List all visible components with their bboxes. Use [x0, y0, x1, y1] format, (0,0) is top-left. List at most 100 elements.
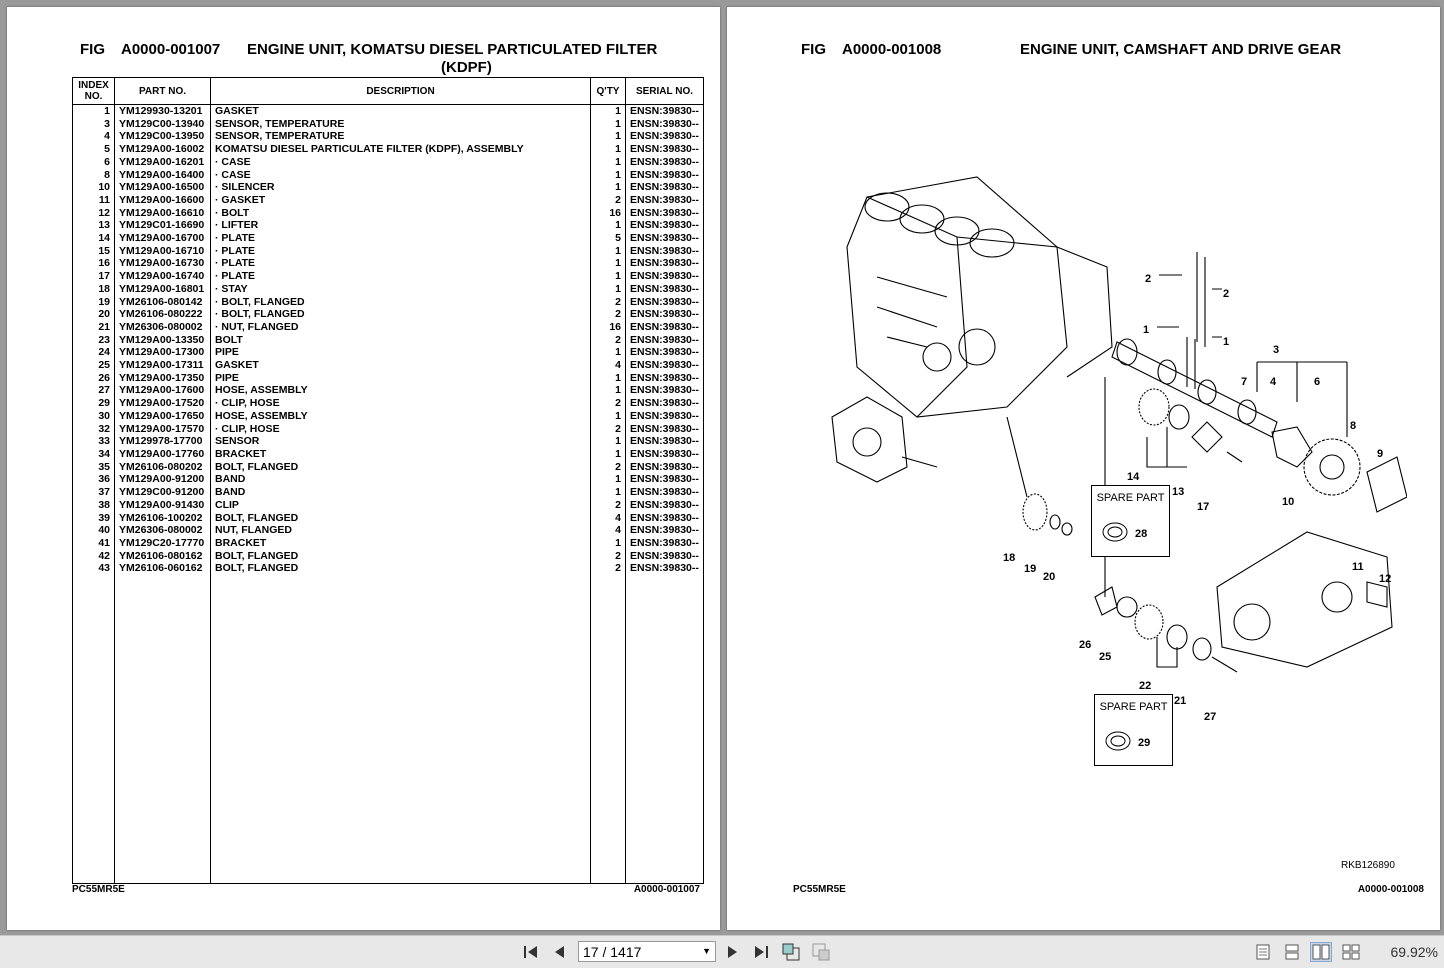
- fig-title-line1: ENGINE UNIT, KOMATSU DIESEL PARTICULATED…: [247, 41, 658, 58]
- qty-cell: 1: [590, 181, 626, 194]
- continuous-page-icon: [1285, 944, 1299, 960]
- serial-cell: ENSN:39830--: [625, 536, 704, 550]
- camshaft-drawing: [1111, 341, 1278, 438]
- empty-cell: [590, 575, 626, 885]
- next-page-button[interactable]: [722, 942, 744, 962]
- description-cell: · BOLT, FLANGED: [210, 308, 591, 321]
- description-cell: SENSOR, TEMPERATURE: [210, 130, 591, 144]
- qty-cell: 2: [590, 295, 626, 309]
- continuous-facing-view-button[interactable]: [1340, 942, 1362, 962]
- callout-2b: 2: [1223, 288, 1229, 300]
- index-cell: 6: [72, 155, 115, 169]
- part-no-cell: YM26106-080222: [114, 308, 211, 321]
- callout-3: 3: [1273, 344, 1279, 356]
- previous-page-button[interactable]: [548, 942, 570, 962]
- description-cell: PIPE: [210, 346, 591, 360]
- index-cell: 16: [72, 257, 115, 271]
- serial-cell: ENSN:39830--: [625, 524, 704, 537]
- qty-cell: 16: [590, 320, 626, 334]
- last-page-icon: [755, 946, 768, 958]
- serial-cell: ENSN:39830--: [625, 498, 704, 512]
- part-no-cell: YM26106-080142: [114, 295, 211, 309]
- exploded-parts-diagram: 2 2 1 1 3 7 4 6 8 9 10 14 13 17 18 19 20…: [831, 176, 1407, 723]
- qty-cell: 1: [590, 409, 626, 423]
- last-page-button[interactable]: [750, 942, 772, 962]
- index-cell: 42: [72, 549, 115, 563]
- qty-cell: 1: [590, 104, 626, 118]
- qty-cell: 1: [590, 270, 626, 283]
- serial-cell: ENSN:39830--: [625, 397, 704, 410]
- viewer-toolbar: 17 / 1417 ▼ 69.92%: [0, 935, 1444, 968]
- serial-cell: ENSN:39830--: [625, 244, 704, 258]
- continuous-facing-icon: [1342, 944, 1360, 960]
- single-page-icon: [1256, 944, 1270, 960]
- part-no-cell: YM129A00-16600: [114, 193, 211, 207]
- index-cell: 18: [72, 282, 115, 296]
- continuous-view-button[interactable]: [1281, 942, 1303, 962]
- description-cell: BOLT, FLANGED: [210, 562, 591, 576]
- qty-cell: 2: [590, 422, 626, 436]
- part-no-cell: YM129C00-91200: [114, 486, 211, 499]
- description-cell: BOLT: [210, 333, 591, 347]
- go-forward-view-button[interactable]: [810, 942, 832, 962]
- serial-cell: ENSN:39830--: [625, 181, 704, 194]
- header-part-no: PART NO.: [114, 77, 211, 105]
- description-cell: BRACKET: [210, 536, 591, 550]
- page-number-input[interactable]: 17 / 1417 ▼: [578, 941, 716, 962]
- description-cell: GASKET: [210, 359, 591, 372]
- zoom-level[interactable]: 69.92%: [1390, 944, 1438, 960]
- serial-cell: ENSN:39830--: [625, 447, 704, 461]
- callout-12: 12: [1379, 573, 1391, 585]
- serial-cell: ENSN:39830--: [625, 473, 704, 487]
- serial-cell: ENSN:39830--: [625, 409, 704, 423]
- index-cell: 12: [72, 206, 115, 220]
- serial-cell: ENSN:39830--: [625, 206, 704, 220]
- fig-number: A0000-001007: [121, 41, 221, 58]
- qty-cell: 1: [590, 473, 626, 487]
- part-no-cell: YM26106-080202: [114, 460, 211, 474]
- qty-cell: 1: [590, 117, 626, 131]
- index-cell: 20: [72, 308, 115, 321]
- spare-part-box-2: SPARE PART 29: [1094, 694, 1173, 766]
- description-cell: BOLT, FLANGED: [210, 511, 591, 525]
- single-page-view-button[interactable]: [1252, 942, 1274, 962]
- description-cell: · CLIP, HOSE: [210, 397, 591, 410]
- qty-cell: 2: [590, 308, 626, 321]
- callout-17: 17: [1197, 501, 1209, 513]
- bearing-icon: [1105, 731, 1131, 751]
- qty-cell: 1: [590, 168, 626, 182]
- index-cell: 26: [72, 371, 115, 385]
- first-page-button[interactable]: [520, 942, 542, 962]
- spare-part-number: 28: [1135, 528, 1148, 540]
- serial-cell: ENSN:39830--: [625, 333, 704, 347]
- description-cell: · PLATE: [210, 257, 591, 271]
- next-page-icon: [728, 946, 737, 958]
- serial-cell: ENSN:39830--: [625, 359, 704, 372]
- qty-cell: 2: [590, 549, 626, 563]
- callout-18: 18: [1003, 552, 1015, 564]
- qty-cell: 2: [590, 333, 626, 347]
- part-no-cell: YM129A00-17570: [114, 422, 211, 436]
- callout-22: 22: [1139, 680, 1151, 692]
- page-indicator: 17 / 1417: [583, 943, 642, 960]
- qty-cell: 2: [590, 562, 626, 576]
- description-cell: BOLT, FLANGED: [210, 549, 591, 563]
- facing-view-button[interactable]: [1310, 942, 1332, 962]
- go-back-view-button[interactable]: [780, 942, 802, 962]
- index-cell: 38: [72, 498, 115, 512]
- serial-cell: ENSN:39830--: [625, 460, 704, 474]
- pdf-page-left: FIG A0000-001007 ENGINE UNIT, KOMATSU DI…: [7, 7, 720, 930]
- serial-cell: ENSN:39830--: [625, 219, 704, 233]
- index-cell: 5: [72, 143, 115, 156]
- qty-cell: 1: [590, 346, 626, 360]
